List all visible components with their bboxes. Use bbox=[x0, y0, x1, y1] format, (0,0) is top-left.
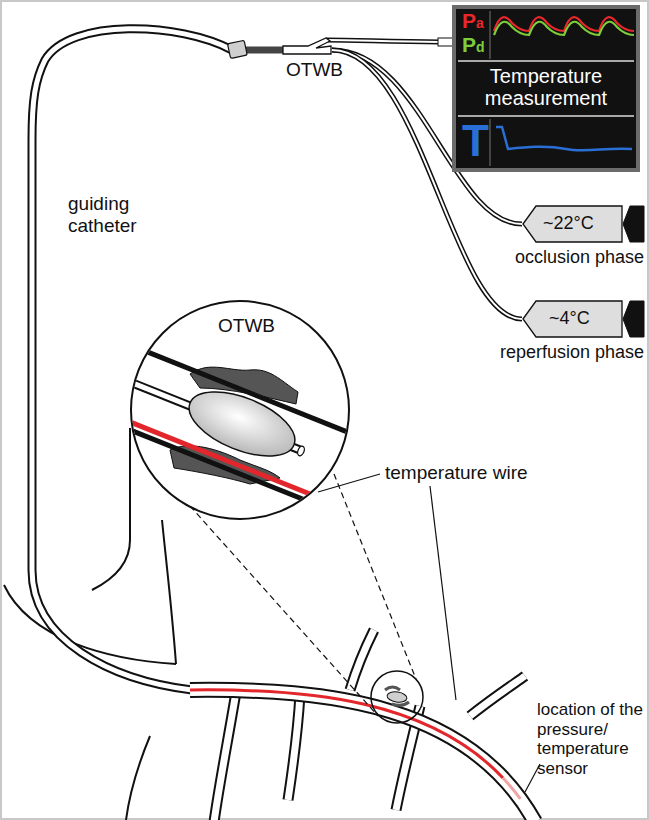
phase-label: occlusion phase bbox=[515, 247, 644, 269]
zoom-line bbox=[190, 506, 378, 716]
part-name: OTWB bbox=[216, 316, 277, 337]
coronary-lumen bbox=[190, 690, 535, 820]
gray-connector bbox=[228, 40, 248, 58]
magnifier-small bbox=[371, 671, 423, 723]
sensor-label: location of the pressure/ temperature se… bbox=[537, 700, 647, 778]
monitor: PaPdTemperature measurementT bbox=[452, 5, 640, 172]
y-connector bbox=[282, 36, 332, 58]
monitor-cable bbox=[326, 40, 440, 42]
part-name: guiding catheter bbox=[68, 193, 163, 237]
balloon-small bbox=[386, 691, 407, 704]
part-name: OTWB bbox=[286, 60, 343, 81]
monitor-cable-core bbox=[326, 40, 440, 42]
plaque-small bbox=[385, 687, 409, 705]
dark-tube bbox=[244, 47, 284, 54]
zoom-circle: OTWB bbox=[130, 300, 350, 520]
y-connector-node: OTWB bbox=[282, 36, 342, 84]
zoom-line bbox=[334, 474, 416, 679]
leader-line bbox=[430, 486, 456, 700]
part-name: temperature wire bbox=[385, 462, 528, 484]
syringe-node: ~22°Cocclusion phase bbox=[519, 205, 646, 271]
screen-title: Temperature measurement bbox=[456, 65, 636, 109]
signal-name: T bbox=[462, 119, 489, 163]
signal-name: Pa bbox=[462, 10, 484, 31]
syringe-node: ~4°Creperfusion phase bbox=[519, 300, 646, 366]
coronary-artery bbox=[190, 690, 535, 820]
temperature-wire bbox=[190, 690, 535, 820]
phase-label: reperfusion phase bbox=[500, 342, 644, 364]
coronary-branches bbox=[214, 630, 525, 820]
sensor-segment bbox=[190, 690, 535, 820]
signal-name: Pd bbox=[462, 34, 485, 55]
temperature-value: ~22°C bbox=[543, 213, 594, 235]
temperature-value: ~4°C bbox=[549, 308, 590, 330]
